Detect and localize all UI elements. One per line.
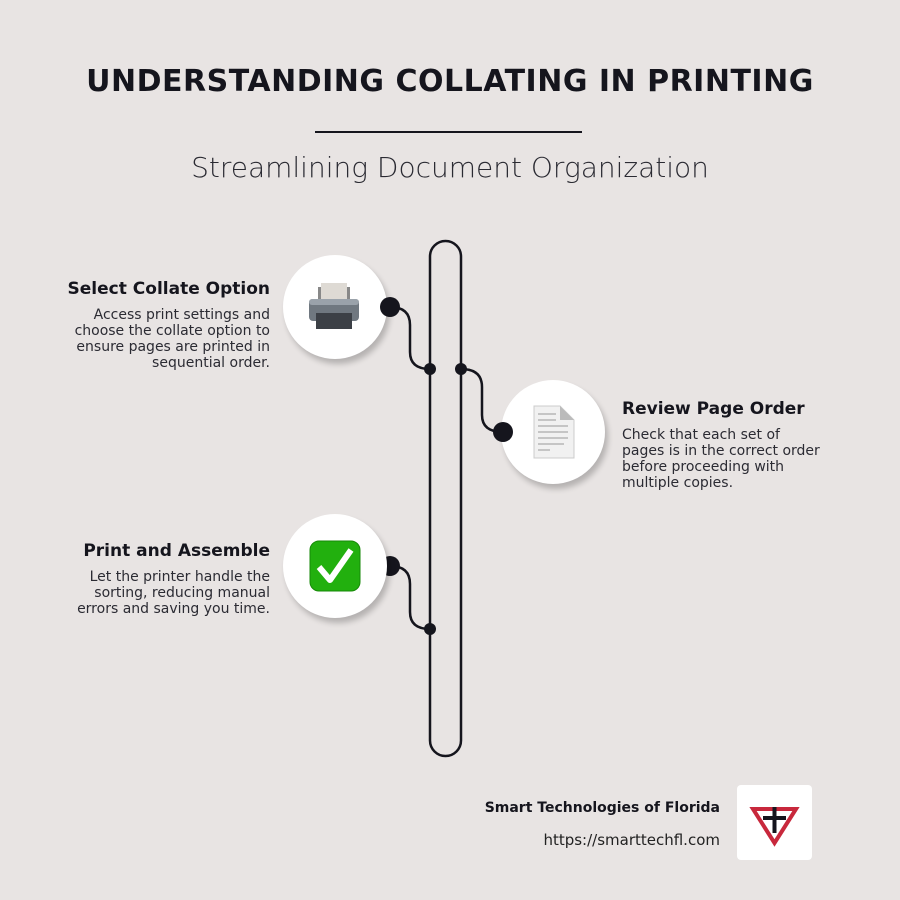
step-3-title: Print and Assemble [83, 541, 270, 561]
step-1-icon-circle [283, 255, 387, 359]
step-1-text: Select Collate Option Access print setti… [0, 279, 270, 371]
step-2-icon-circle [501, 380, 605, 484]
page-title: UNDERSTANDING COLLATING IN PRINTING [86, 64, 814, 99]
company-url[interactable]: https://smarttechfl.com [543, 831, 720, 849]
logo-icon [749, 807, 800, 847]
connector-2 [460, 367, 504, 434]
step-2-text: Review Page Order Check that each set of… [622, 399, 862, 491]
step-3-text: Print and Assemble Let the printer handl… [0, 541, 270, 617]
connector-1 [389, 305, 431, 371]
step-1-body: Access print settings and choose the col… [74, 307, 270, 371]
junction-dot [424, 623, 436, 635]
step-1-title: Select Collate Option [67, 279, 270, 299]
timeline-loop [428, 239, 463, 758]
page-subtitle: Streamlining Document Organization [191, 151, 709, 184]
title-divider [315, 131, 582, 133]
company-logo [737, 785, 812, 860]
step-2-body: Check that each set of pages is in the c… [622, 427, 820, 491]
junction-dot [424, 363, 436, 375]
step-2-title: Review Page Order [622, 399, 805, 419]
step-3-body: Let the printer handle the sorting, redu… [77, 569, 270, 617]
connector-3 [389, 564, 431, 631]
document-page-icon [533, 405, 575, 459]
printer-icon [309, 283, 359, 329]
company-name: Smart Technologies of Florida [484, 800, 720, 816]
junction-dot [455, 363, 467, 375]
check-mark-button-icon [309, 540, 361, 592]
step-3-icon-circle [283, 514, 387, 618]
